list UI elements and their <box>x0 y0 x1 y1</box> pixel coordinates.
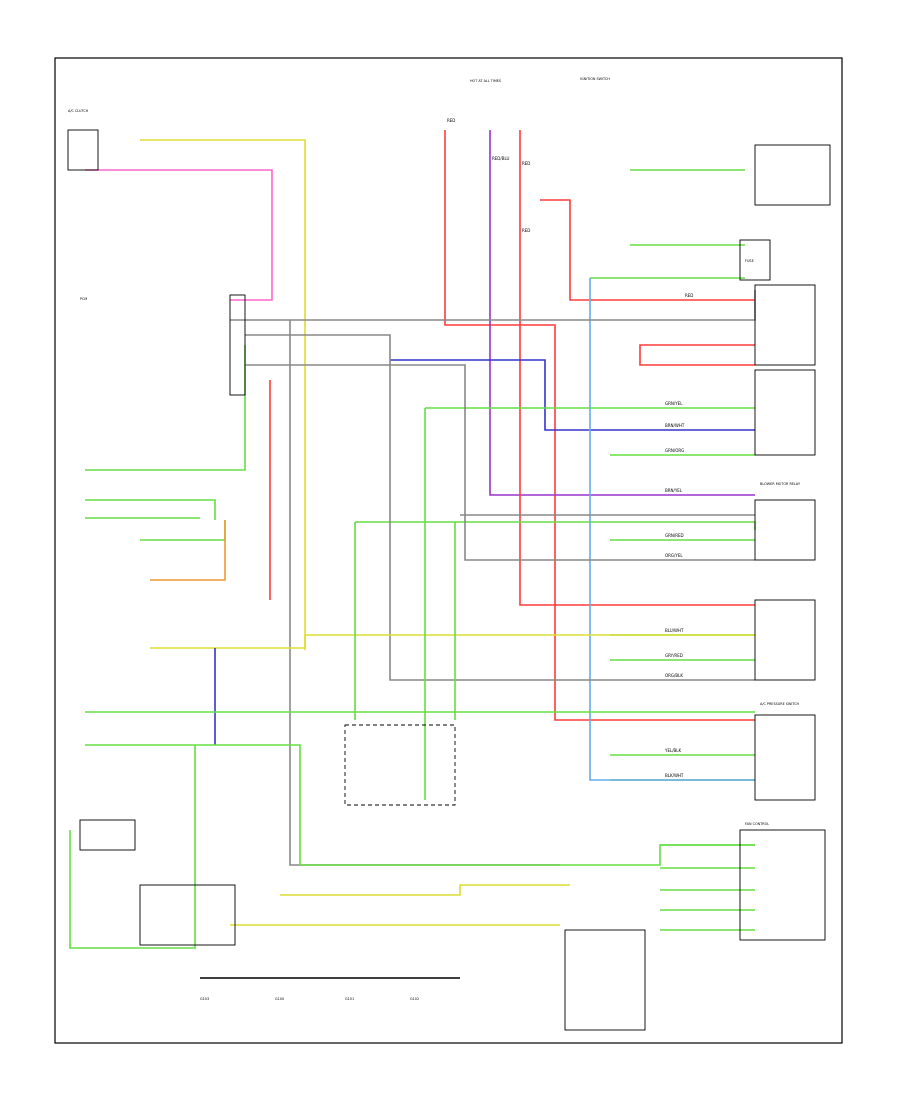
wire-label-14: YEL/BLK <box>664 748 682 753</box>
wire-yellow-bottom <box>280 884 570 896</box>
component-layer <box>67 129 831 1031</box>
wire-green-left-4 <box>140 520 226 541</box>
mode-switch-block <box>754 599 816 681</box>
wire-label-13: ORG/BLK <box>665 673 683 678</box>
wire-label-11: BLU/WHT <box>665 628 684 633</box>
component-label-10: G102 <box>410 997 419 1001</box>
wire-green-pcm <box>85 345 246 471</box>
wire-layer <box>69 130 756 979</box>
wire-red-2 <box>519 130 755 606</box>
wire-ltblue <box>589 278 755 781</box>
component-label-3: IGNITION SWITCH <box>580 77 610 81</box>
wire-label-6: BRN/WHT <box>665 423 685 428</box>
wire-label-4: RED <box>685 293 693 298</box>
relay-bottom-block <box>564 929 646 1031</box>
wire-green-bottom <box>69 745 196 949</box>
wire-label-7: GRN/ORG <box>665 448 684 453</box>
diagram-frame <box>54 57 843 1044</box>
component-label-6: FAN CONTROL <box>745 822 769 826</box>
component-label-5: A/C PRESSURE SWITCH <box>760 702 800 706</box>
relay-block <box>754 284 816 366</box>
wire-red-3 <box>540 199 755 301</box>
wire-label-15: BLK/WHT <box>665 773 684 778</box>
wire-green-left-2 <box>85 499 216 520</box>
wire-violet <box>489 130 755 496</box>
wire-label-2: RED <box>522 161 530 166</box>
wire-label-8: BRN/YEL <box>665 488 683 493</box>
wire-red-relay <box>639 344 755 366</box>
wire-label-12: GRY/RED <box>665 653 683 658</box>
pcm-connector <box>229 294 246 396</box>
wire-red-main <box>444 130 755 721</box>
wire-pink <box>85 169 273 301</box>
wire-gray-2 <box>245 334 755 681</box>
component-label-1: PCM <box>80 297 87 301</box>
wire-label-5: GRN/YEL <box>665 401 683 406</box>
component-label-11: G103 <box>200 997 209 1001</box>
pressure-switch-block <box>754 369 816 456</box>
wire-label-10: ORG/YEL <box>665 553 683 558</box>
wire-label-9: GRN/RED <box>665 533 684 538</box>
wire-gray-1 <box>230 290 756 321</box>
wire-orange <box>150 520 226 581</box>
wire-gray-4 <box>245 364 755 561</box>
fuse-block <box>739 239 771 281</box>
component-label-2: HOT AT ALL TIMES <box>470 79 501 83</box>
ignition-block <box>754 144 831 206</box>
blower-motor-block <box>79 819 136 851</box>
wire-label-0: RED <box>447 118 455 123</box>
wire-label-3: RED <box>522 228 530 233</box>
fan-switch-block <box>754 499 816 561</box>
ac-clutch-block <box>67 129 99 171</box>
component-label-9: G101 <box>345 997 354 1001</box>
wire-blue <box>390 359 755 431</box>
wire-yellow-mid <box>150 634 755 649</box>
wire-yellow-top <box>140 139 306 650</box>
splice-block <box>344 724 456 806</box>
fuse-box-block <box>139 884 236 946</box>
control-module-block <box>739 829 826 941</box>
label-layer: RED RED/BLU RED RED RED GRN/YEL BRN/WHT … <box>68 77 801 1001</box>
blower-switch-block <box>754 714 816 801</box>
component-label-4: BLOWER MOTOR RELAY <box>760 482 801 486</box>
wire-label-1: RED/BLU <box>492 156 510 161</box>
component-label-0: A/C CLUTCH <box>68 109 89 113</box>
component-label-8: G100 <box>275 997 284 1001</box>
component-label-7: FUSE <box>745 259 754 263</box>
